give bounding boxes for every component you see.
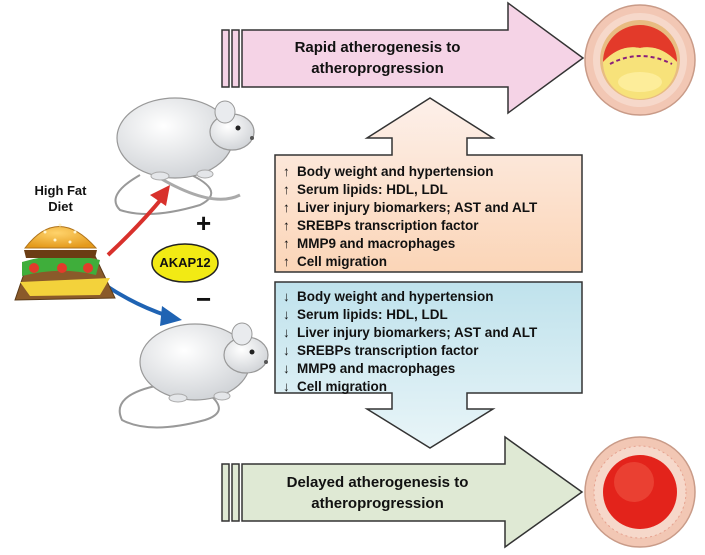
mouse-high-fat-icon	[114, 97, 255, 215]
bottom-banner-line1: Delayed atherogenesis to	[286, 474, 469, 491]
list-item: ↑Cell migration	[283, 254, 388, 269]
healthy-artery-icon	[584, 436, 696, 548]
increase-effects-list: ↑Body weight and hypertension ↑Serum lip…	[283, 163, 537, 271]
list-item: ↑MMP9 and macrophages	[283, 236, 456, 251]
down-arrow-icon: ↓	[283, 289, 290, 304]
down-arrow-icon: ↓	[283, 379, 290, 394]
list-item: ↓SREBPs transcription factor	[283, 343, 479, 358]
top-banner-text: Rapid atherogenesis to atheroprogression	[250, 37, 505, 79]
down-arrow-icon: ↓	[283, 325, 290, 340]
minus-sign: −	[196, 284, 212, 314]
up-arrow-icon: ↑	[283, 200, 290, 215]
down-arrow-icon: ↓	[283, 343, 290, 358]
list-item: ↓Body weight and hypertension	[283, 289, 494, 304]
top-banner-line2: atheroprogression	[311, 60, 444, 77]
list-item: ↑Serum lipids: HDL, LDL	[283, 182, 448, 197]
up-arrow-icon: ↑	[283, 218, 290, 233]
diseased-artery-icon	[584, 4, 696, 116]
up-arrow-icon: ↑	[283, 254, 290, 269]
bottom-banner-line2: atheroprogression	[311, 495, 444, 512]
down-arrow-icon: ↓	[283, 307, 290, 322]
increase-pathway-arrow	[106, 185, 170, 257]
list-item: ↑SREBPs transcription factor	[283, 218, 479, 233]
down-arrow-icon: ↓	[283, 361, 290, 376]
list-item: ↓Serum lipids: HDL, LDL	[283, 307, 448, 322]
up-arrow-icon: ↑	[283, 164, 290, 179]
diet-label-line1: High Fat	[34, 183, 87, 198]
increase-box-shape	[274, 97, 583, 273]
decrease-pathway-arrow	[103, 283, 182, 326]
up-arrow-icon: ↑	[283, 236, 290, 251]
decrease-effects-list: ↓Body weight and hypertension ↓Serum lip…	[283, 288, 537, 396]
top-banner-line1: Rapid atherogenesis to	[294, 39, 461, 56]
top-banner-arrow	[221, 1, 585, 115]
akap12-oval	[151, 243, 219, 283]
burger-icon	[14, 223, 116, 301]
list-item: ↓MMP9 and macrophages	[283, 361, 456, 376]
list-item: ↑Body weight and hypertension	[283, 164, 494, 179]
list-item: ↓Cell migration	[283, 379, 388, 394]
diet-label: High Fat Diet	[18, 183, 103, 215]
bottom-banner-text: Delayed atherogenesis to atheroprogressi…	[250, 472, 505, 514]
list-item: ↓Liver injury biomarkers; AST and ALT	[283, 325, 538, 340]
gene-label: AKAP12	[159, 255, 211, 270]
up-arrow-icon: ↑	[283, 182, 290, 197]
bottom-banner-arrow	[221, 435, 584, 549]
plus-sign: +	[196, 208, 212, 238]
list-item: ↑Liver injury biomarkers; AST and ALT	[283, 200, 538, 215]
mouse-akap12-icon	[118, 322, 269, 429]
diet-label-line2: Diet	[48, 199, 73, 214]
decrease-box-shape	[274, 281, 583, 449]
